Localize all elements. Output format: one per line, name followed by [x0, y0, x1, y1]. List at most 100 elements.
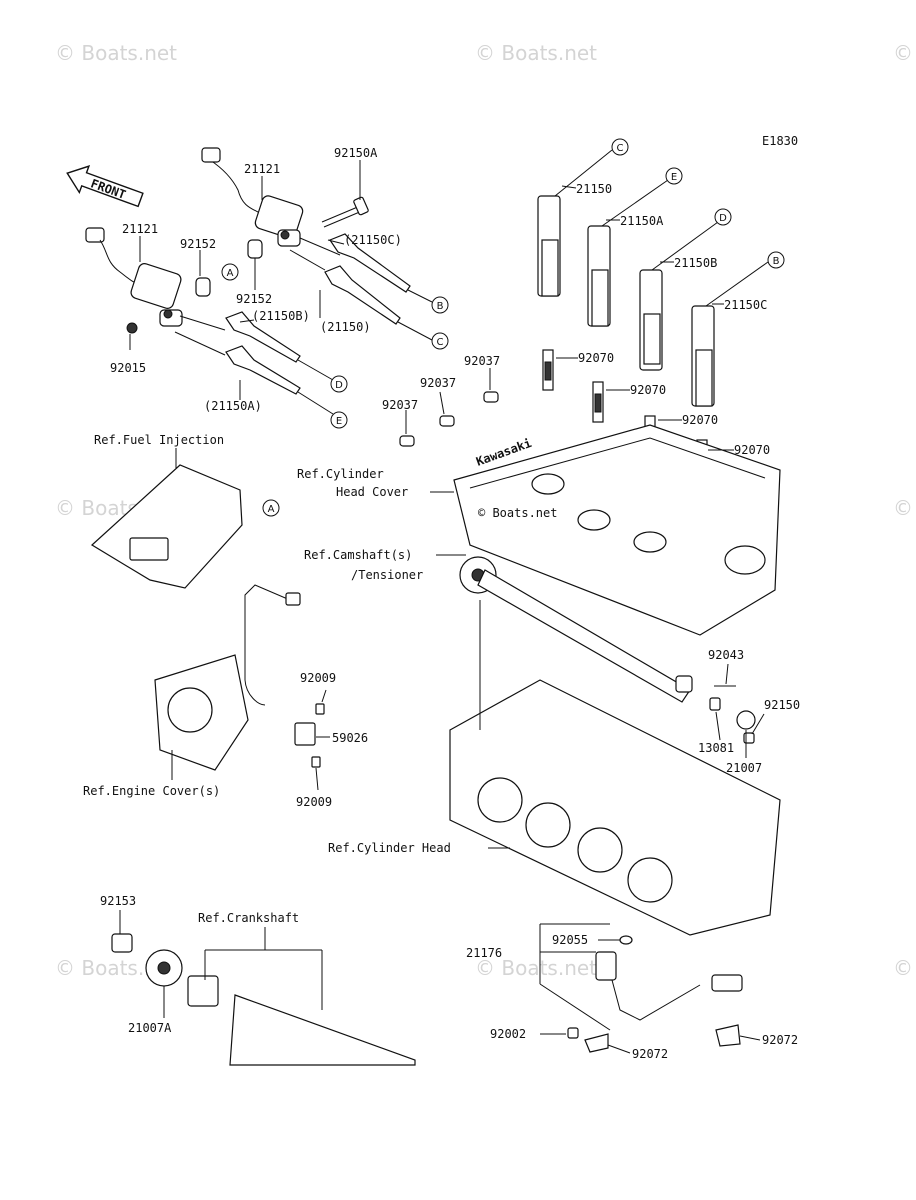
part-label: 92152 [180, 237, 216, 251]
part-label: 21007 [726, 761, 762, 775]
ref-label: Ref.Camshaft(s) [304, 548, 412, 562]
callout-C: C [611, 138, 629, 156]
part-label: 21007A [128, 1021, 172, 1035]
clamp-92072 [584, 1033, 609, 1053]
callout-D: D [330, 375, 348, 393]
part-label: 92043 [708, 648, 744, 662]
svg-text:D: D [335, 380, 343, 391]
part-label: 21121 [244, 162, 280, 176]
part-label: 21150A [620, 214, 664, 228]
callout-A: A [221, 263, 239, 281]
part-label: 21150C [724, 298, 767, 312]
part-label: 92037 [464, 354, 500, 368]
part-label: 92002 [490, 1027, 526, 1041]
part-label: 92152 [236, 292, 272, 306]
bolt-92153 [111, 933, 133, 953]
part-label: (21150) [320, 320, 371, 334]
part-label: (21150A) [204, 399, 262, 413]
watermark: © Boats.net [893, 956, 916, 980]
svg-text:E: E [671, 172, 677, 183]
grommet-92152 [195, 277, 211, 297]
part-label: 92153 [100, 894, 136, 908]
svg-text:D: D [719, 213, 727, 224]
svg-text:E: E [336, 416, 342, 427]
part-label: 92037 [382, 398, 418, 412]
diagram-code: E1830 [762, 134, 798, 148]
spark-plug-92070 [542, 349, 554, 391]
watermark: © Boats.net [893, 496, 916, 520]
ref-label: Ref.Fuel Injection [94, 433, 224, 447]
part-label: 92070 [630, 383, 666, 397]
part-label: 92015 [110, 361, 146, 375]
callout-E: E [330, 411, 348, 429]
plug-cap-21150A-lower [225, 345, 334, 415]
bolt-92002 [567, 1027, 579, 1039]
plug-cap-21150A [587, 179, 669, 327]
part-label: 21176 [466, 946, 502, 960]
part-label: 13081 [698, 741, 734, 755]
watermark: © Boats.net [893, 41, 916, 65]
part-label: 92055 [552, 933, 588, 947]
part-label: 92070 [682, 413, 718, 427]
svg-text:A: A [227, 268, 234, 279]
part-label: 92072 [762, 1033, 798, 1047]
part-label: 92150 [764, 698, 800, 712]
screw-92009 [311, 756, 321, 768]
pickup-sensor-21176 [595, 951, 743, 1021]
callout-D: D [714, 208, 732, 226]
plug-13081 [709, 697, 721, 711]
part-label: 92070 [734, 443, 770, 457]
cylinder-head [449, 679, 781, 936]
plug-cap-21150C [691, 261, 769, 407]
engine-cover [154, 654, 249, 771]
callout-A: A [262, 499, 280, 517]
ref-label: Ref.Crankshaft [198, 911, 299, 925]
clamp-92037 [399, 435, 415, 447]
part-label: 92070 [578, 351, 614, 365]
center-watermark: © Boats.net [478, 506, 557, 520]
svg-text:B: B [773, 256, 780, 267]
callout-B: B [431, 296, 449, 314]
grommet-92152 [247, 239, 263, 259]
fuel-injection-bracket [91, 464, 243, 589]
part-label: 59026 [332, 731, 368, 745]
callout-E: E [665, 167, 683, 185]
part-label: 92150A [334, 146, 378, 160]
plug-cap-21150-upper [324, 265, 433, 341]
part-label: 21121 [122, 222, 158, 236]
svg-text:C: C [437, 337, 444, 348]
crankshaft [229, 994, 416, 1066]
ignition-coil-left [85, 227, 226, 356]
plug-cap-21150B-lower [225, 311, 334, 381]
leader-lines [119, 160, 765, 1054]
gear [187, 975, 219, 1007]
part-label: (21150C) [344, 233, 402, 247]
part-label: 21150B [674, 256, 717, 270]
svg-text:C: C [617, 143, 624, 154]
plug-cap-21150 [537, 149, 613, 297]
ref-label: Ref.Cylinder [297, 467, 384, 481]
plug-cap-21150C-upper [329, 233, 433, 303]
svg-text:B: B [437, 301, 444, 312]
part-label: (21150B) [252, 309, 310, 323]
ref-label: Head Cover [336, 485, 408, 499]
ref-label: Ref.Cylinder Head [328, 841, 451, 855]
part-label: 92072 [632, 1047, 668, 1061]
front-arrow: FRONT [66, 165, 144, 208]
ref-label: /Tensioner [351, 568, 423, 582]
screw-92009 [315, 703, 325, 715]
spark-plug-92070 [592, 381, 604, 423]
camshaft [459, 556, 693, 703]
watermark: © Boats.net [55, 41, 177, 65]
callout-C: C [431, 332, 449, 350]
watermark: © Boats.net [475, 41, 597, 65]
clamp-92037 [439, 415, 455, 427]
ref-label: Ref.Engine Cover(s) [83, 784, 220, 798]
rotor-21007 [736, 710, 756, 730]
svg-text:A: A [268, 504, 275, 515]
bolt-92150A [321, 196, 369, 228]
crank-sensor-59026 [244, 584, 316, 746]
callout-B: B [767, 251, 785, 269]
watermark: © Boats.net [475, 956, 597, 980]
